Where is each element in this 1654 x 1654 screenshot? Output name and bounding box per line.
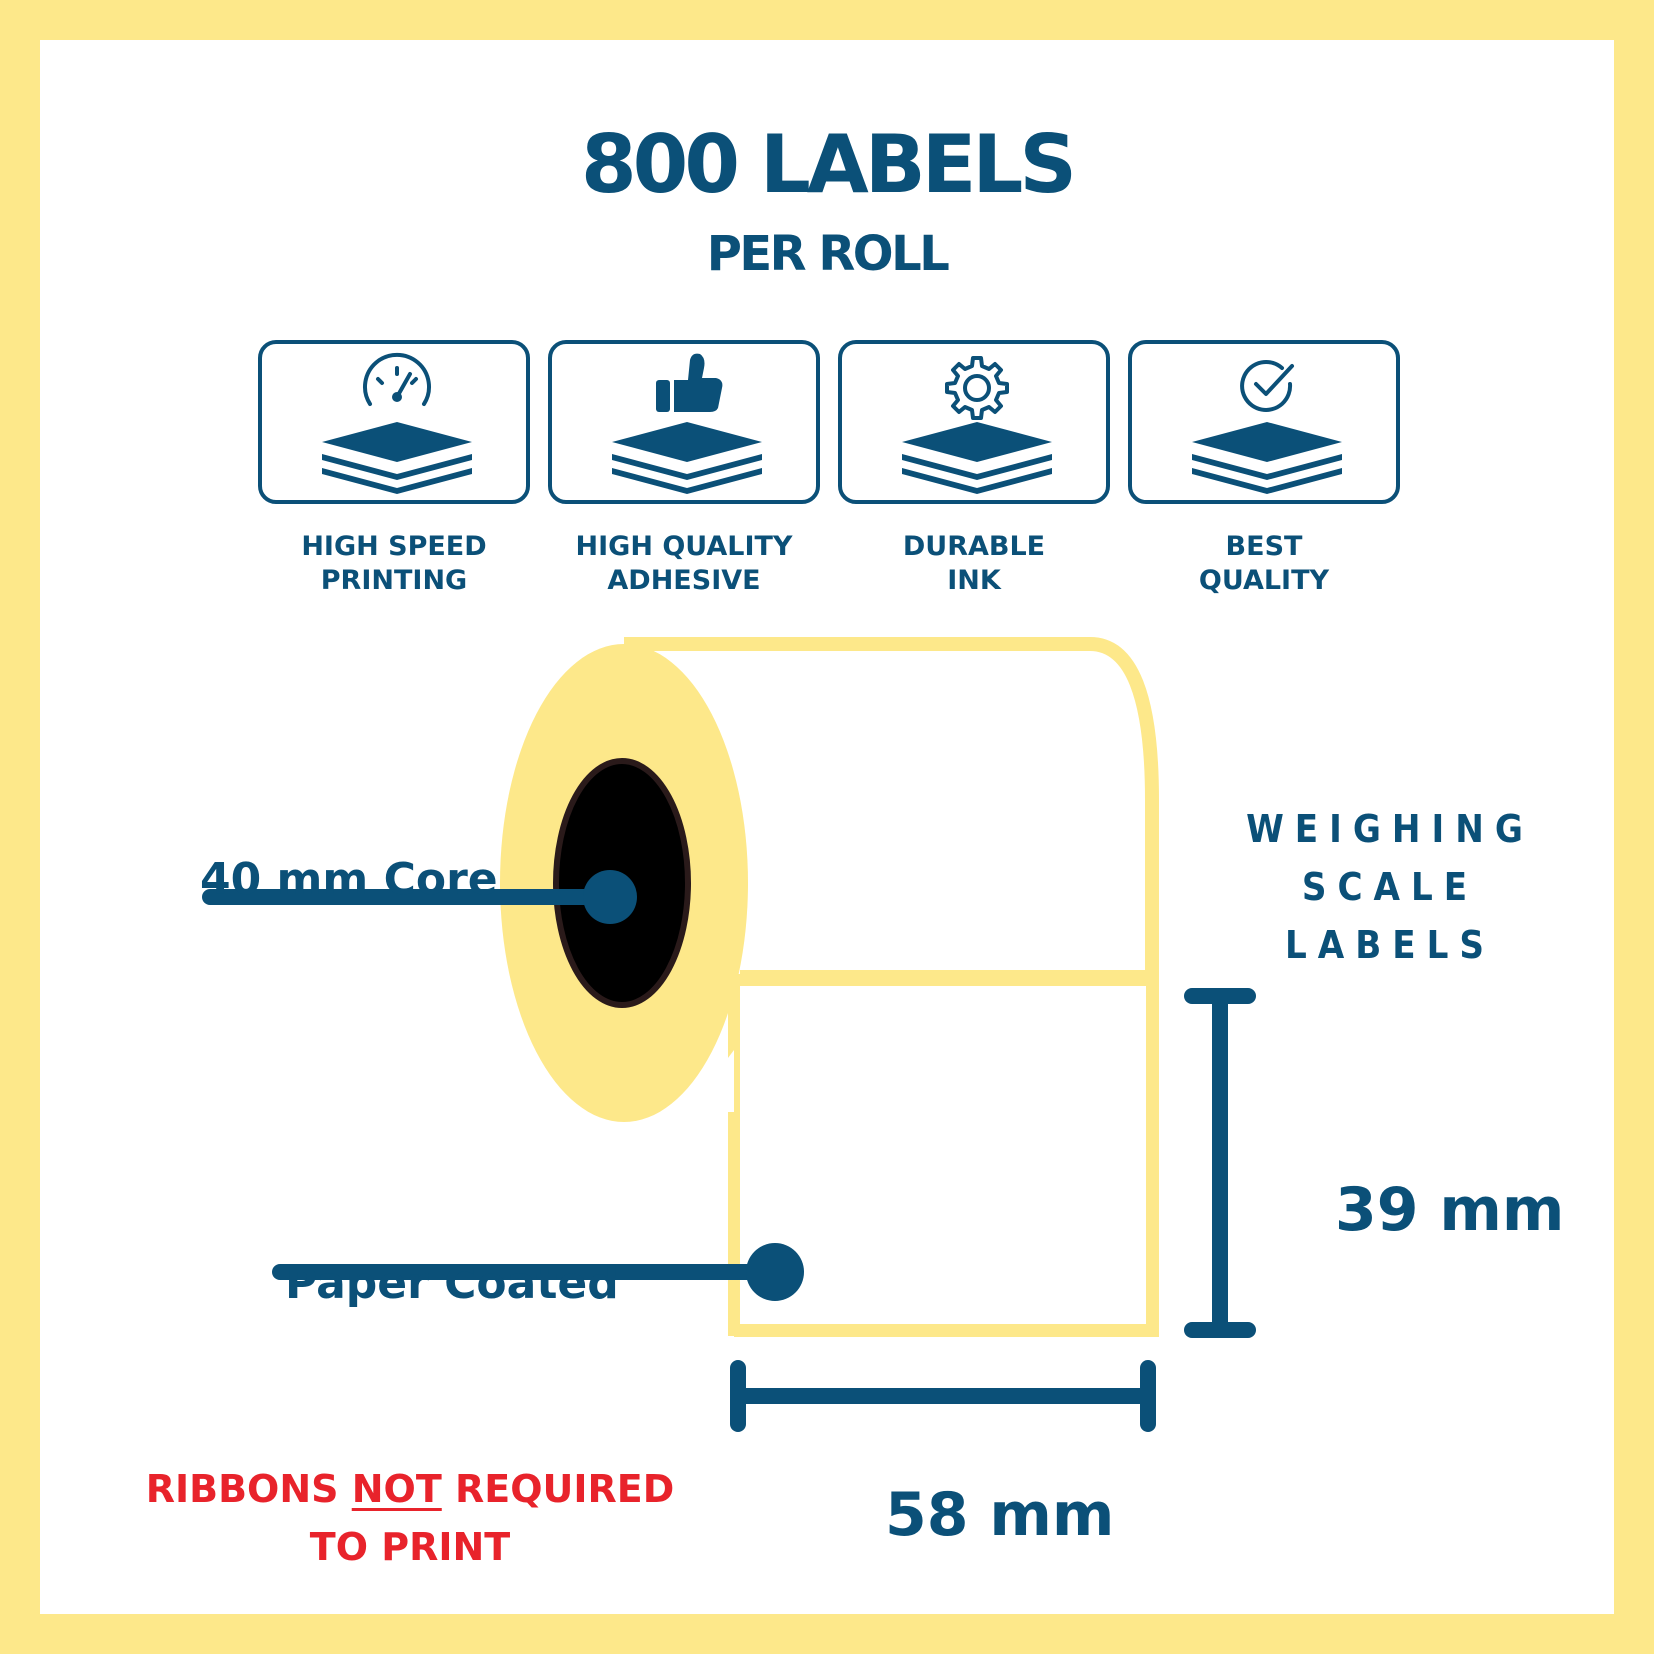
ribbon-note: RIBBONS NOT REQUIRED TO PRINT xyxy=(145,1467,675,1569)
label-roll-diagram xyxy=(202,637,1256,1432)
feature-box-high-speed xyxy=(258,340,530,504)
check-circle-icon xyxy=(1192,359,1342,494)
content-panel: 800 LABELS PER ROLL xyxy=(40,40,1614,1614)
core-size-label: 40 mm Core xyxy=(200,854,498,905)
thumbs-up-icon xyxy=(612,353,762,494)
width-label: 58 mm xyxy=(885,1480,1115,1550)
width-dimension xyxy=(730,1360,1156,1432)
paper-marker xyxy=(746,1243,804,1301)
speedometer-icon xyxy=(322,352,472,494)
height-dimension xyxy=(1184,988,1256,1338)
feature-box-adhesive xyxy=(548,340,820,504)
height-label: 39 mm xyxy=(1335,1175,1565,1245)
page-title: 800 LABELS xyxy=(581,118,1077,211)
paper-type-label: Paper Coated xyxy=(285,1258,619,1309)
core-marker xyxy=(583,870,637,924)
page-subtitle: PER ROLL xyxy=(706,226,950,282)
feature-box-durable-ink xyxy=(838,340,1110,504)
feature-box-best-quality xyxy=(1128,340,1400,504)
gear-icon xyxy=(902,356,1052,494)
